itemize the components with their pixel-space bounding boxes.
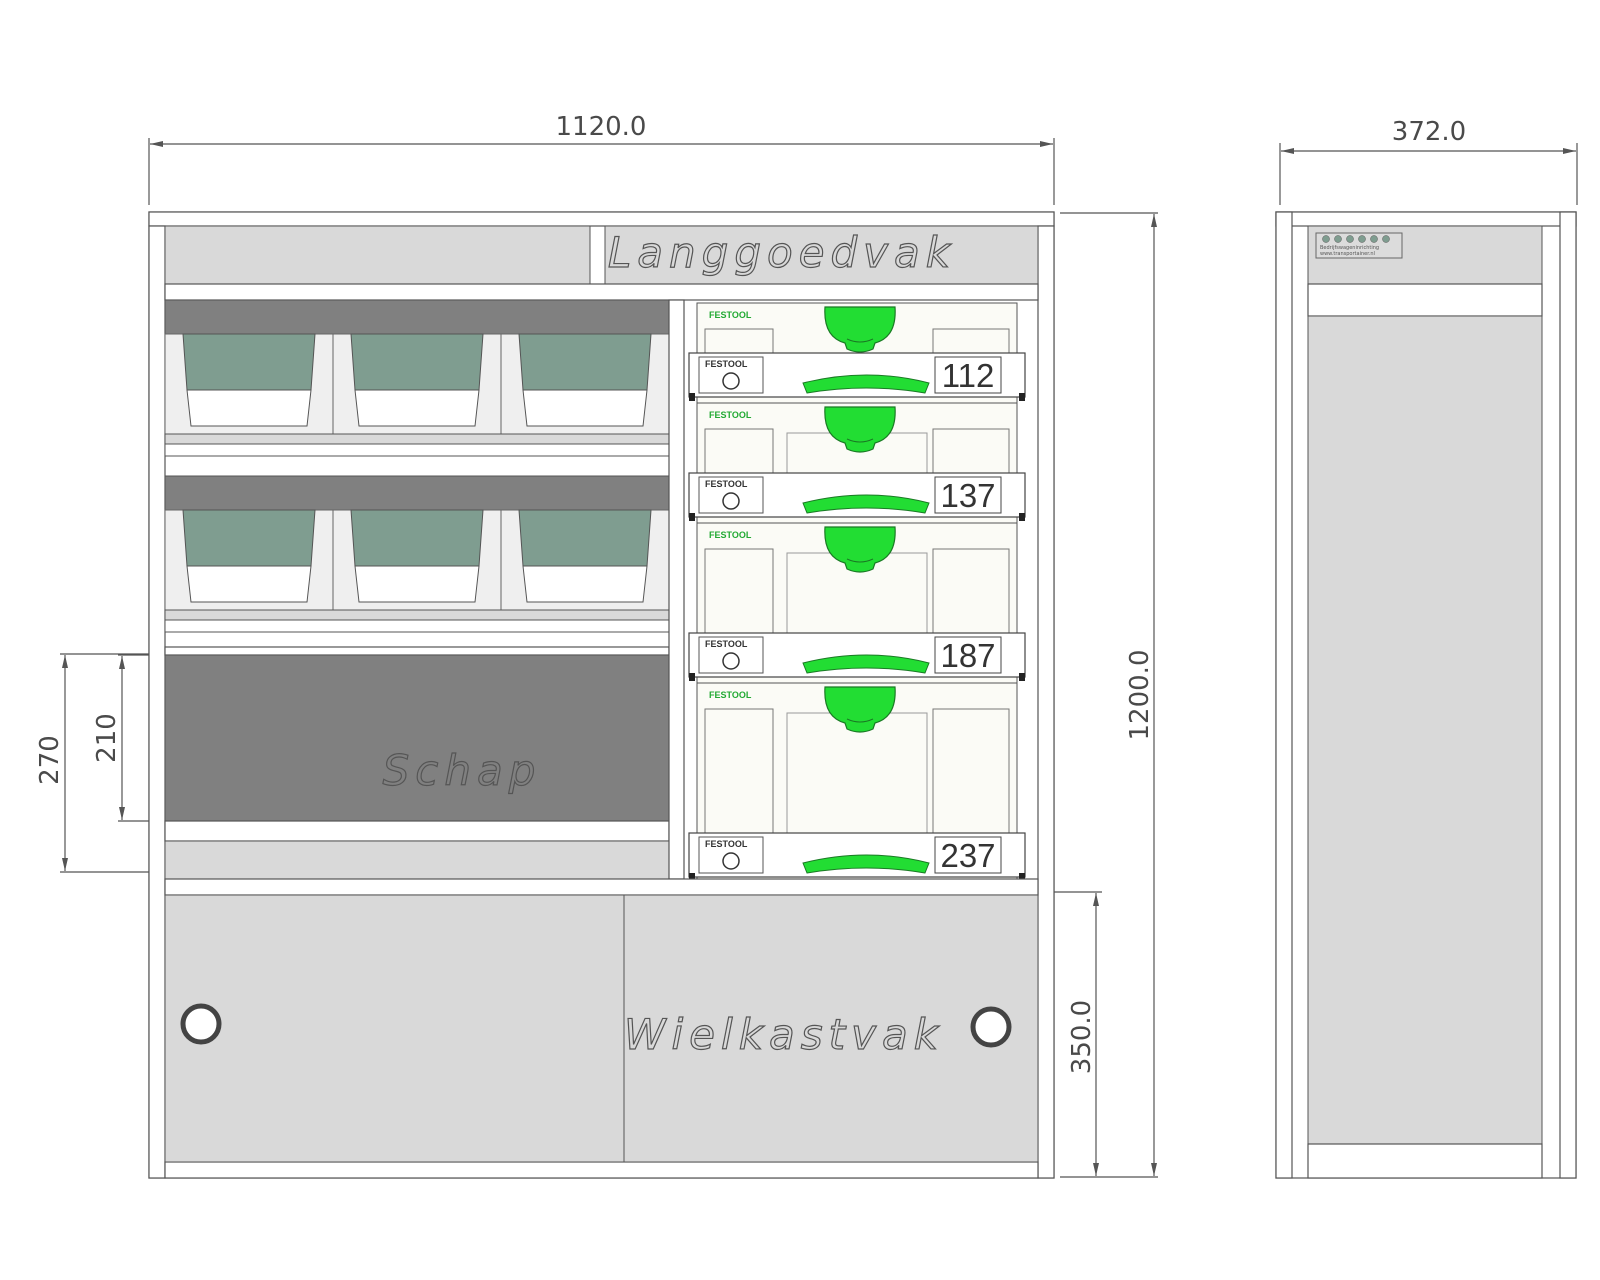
total-height-label: 1200.0 <box>1125 650 1155 741</box>
carry-handle-icon <box>824 406 896 453</box>
systainer-brand-front: FESTOOL <box>705 479 748 489</box>
long-goods-door-left <box>164 225 591 285</box>
logo-dots-icon <box>1322 235 1390 243</box>
carry-handle-icon <box>824 306 896 353</box>
storage-bin <box>500 509 670 611</box>
front-width-label: 1120.0 <box>556 112 647 142</box>
systainer-number: 137 <box>940 477 995 514</box>
wheel-box-door-left <box>164 894 625 1163</box>
top-board <box>148 211 1055 227</box>
systainer-number: 112 <box>942 357 995 394</box>
side-logo: Bedrijfswageninrichting www.transportain… <box>1315 232 1403 259</box>
dimension-side-width: 372.0 <box>1279 117 1578 205</box>
logo-line-2: www.transportainer.nl <box>1320 251 1375 257</box>
systainer-number: 187 <box>940 637 995 674</box>
left-side-board <box>148 225 166 1179</box>
systainer-number: 237 <box>940 837 995 874</box>
systainer-brand-lid: FESTOOL <box>709 690 752 700</box>
front-grip-icon <box>802 854 930 874</box>
latch-icon <box>722 372 740 390</box>
systainer-brand-front: FESTOOL <box>705 839 748 849</box>
latch-icon <box>722 852 740 870</box>
systainer-brand-front: FESTOOL <box>705 639 748 649</box>
storage-bin <box>332 333 502 435</box>
long-goods-compartment: Langgoedvak <box>164 225 1039 301</box>
door-handle-right-icon <box>970 1006 1012 1048</box>
storage-bin <box>164 509 334 611</box>
wheel-box-top-board <box>164 878 1039 896</box>
shelf-compartment: Schap <box>164 646 670 880</box>
wheel-box-compartment: Wielkastvak <box>164 894 1039 1163</box>
long-goods-label: Langgoedvak <box>608 228 956 277</box>
dimension-total-height: 1200.0 <box>1060 212 1158 1178</box>
bottom-board <box>164 1161 1039 1179</box>
shelf-inner-label: 210 <box>92 713 122 763</box>
shelf-panel <box>164 654 670 822</box>
wheel-box-label: Wielkastvak <box>624 1010 944 1059</box>
latch-icon <box>722 492 740 510</box>
wheel-box-door-right <box>623 894 1039 1163</box>
systainer-brand-lid: FESTOOL <box>709 310 752 320</box>
latch-icon <box>722 652 740 670</box>
carry-handle-icon <box>824 686 896 733</box>
systainer-brand-lid: FESTOOL <box>709 530 752 540</box>
storage-bin <box>500 333 670 435</box>
storage-bin <box>332 509 502 611</box>
front-grip-icon <box>802 654 930 674</box>
shelf-label: Schap <box>383 746 542 795</box>
bin-row <box>164 299 670 457</box>
bottom-height-label: 350.0 <box>1067 1000 1097 1074</box>
long-goods-shelf <box>164 283 1039 301</box>
center-divider <box>668 299 685 880</box>
dimension-bottom-height: 350.0 <box>1045 891 1102 1176</box>
side-main-panel <box>1307 315 1543 1145</box>
side-width-label: 372.0 <box>1392 117 1466 147</box>
front-grip-icon <box>802 374 930 394</box>
carry-handle-icon <box>824 526 896 573</box>
door-handle-left-icon <box>180 1003 222 1045</box>
shelf-outer-label: 270 <box>35 735 65 785</box>
storage-bin <box>164 333 334 435</box>
front-grip-icon <box>802 494 930 514</box>
systainer-237: FESTOOL FESTOOL 237 <box>688 682 1026 884</box>
systainer-112: FESTOOL FESTOOL 112 <box>688 302 1026 404</box>
bin-row <box>164 475 670 633</box>
dimension-front-width: 1120.0 <box>148 112 1055 205</box>
right-side-board <box>1037 225 1055 1179</box>
systainer-brand-lid: FESTOOL <box>709 410 752 420</box>
logo-line-1: Bedrijfswageninrichting <box>1320 245 1379 251</box>
systainer-137: FESTOOL FESTOOL 137 <box>688 402 1026 524</box>
systainer-brand-front: FESTOOL <box>705 359 748 369</box>
systainer-187: FESTOOL FESTOOL 187 <box>688 522 1026 684</box>
side-view: Bedrijfswageninrichting www.transportain… <box>1275 211 1577 1179</box>
dimension-shelf-outer: 270 <box>35 653 157 873</box>
bin-section <box>164 299 670 633</box>
dimension-shelf-inner: 210 <box>92 654 157 822</box>
